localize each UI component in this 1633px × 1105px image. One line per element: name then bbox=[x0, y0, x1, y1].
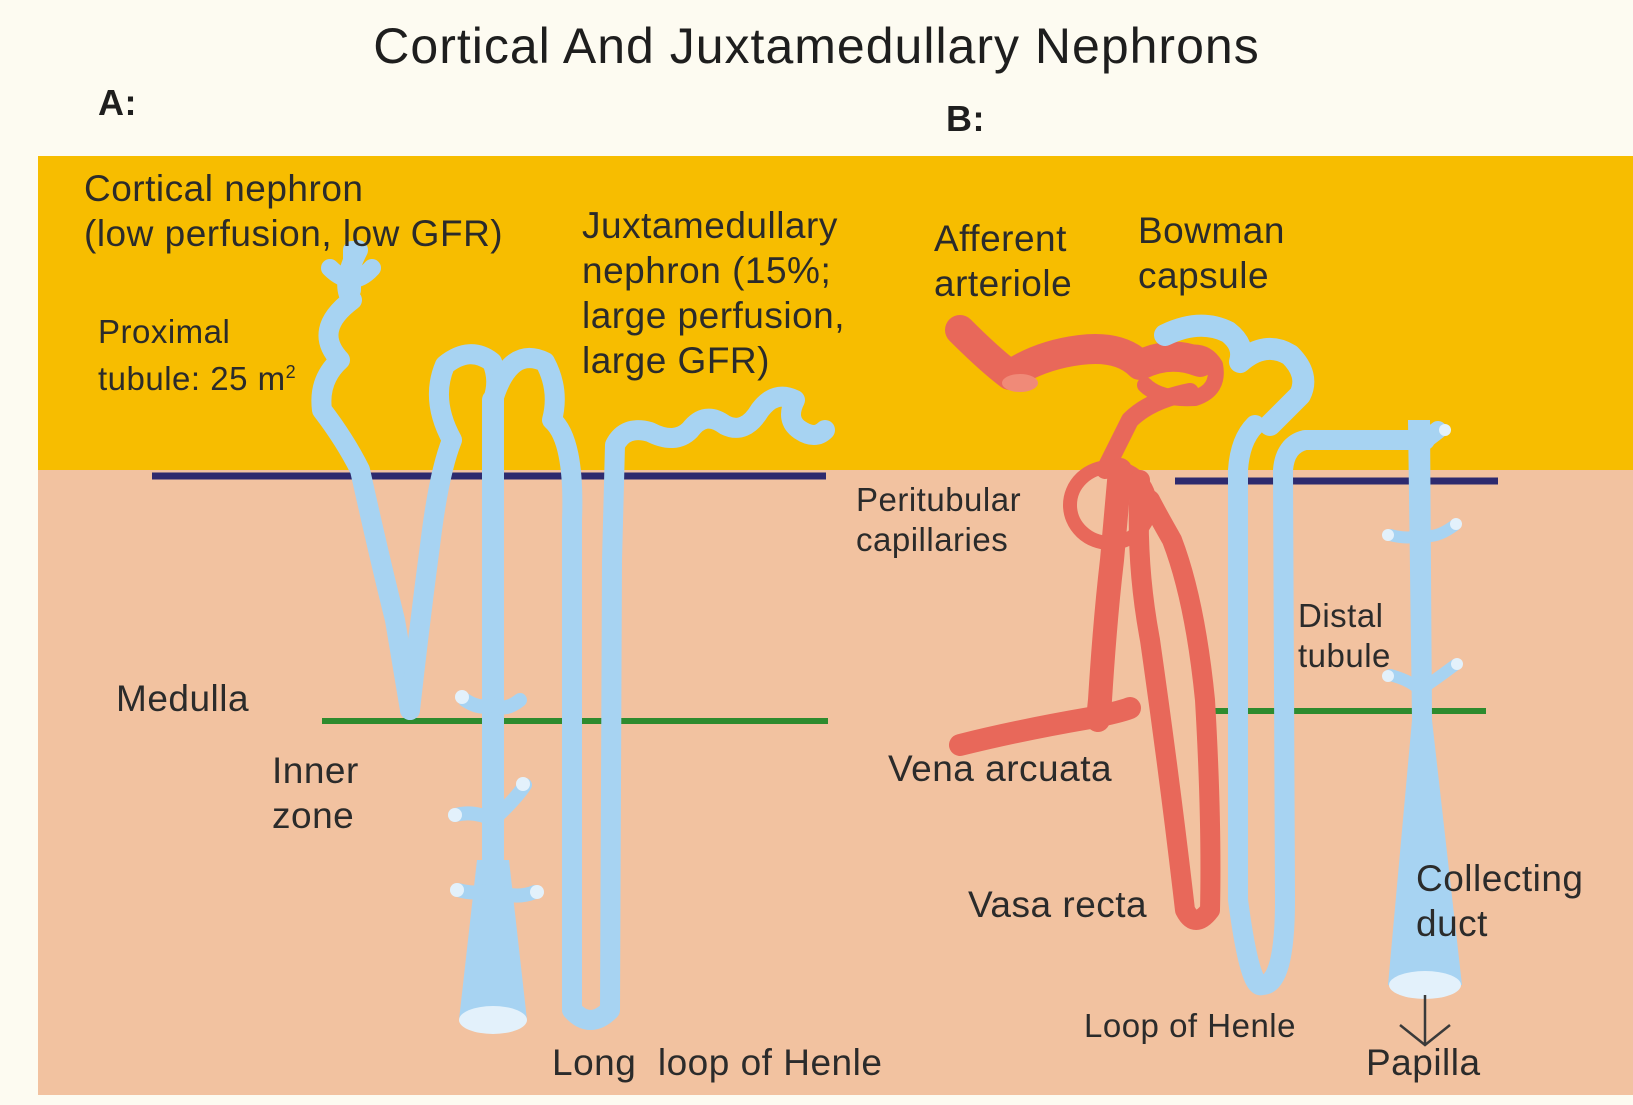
inner-zone-label: Inner zone bbox=[272, 748, 359, 838]
panel-b-label: B: bbox=[946, 96, 985, 141]
duct-b-bud-2 bbox=[1382, 529, 1394, 541]
afferent-arteriole-end bbox=[1002, 374, 1038, 392]
long-loop-of-henle-label: Long loop of Henle bbox=[552, 1040, 882, 1085]
cortical-nephron-label: Cortical nephron (low perfusion, low GFR… bbox=[84, 166, 503, 256]
distal-tubule-label: Distal tubule bbox=[1298, 596, 1391, 676]
duct-a-bud-1 bbox=[455, 690, 469, 704]
medulla-label: Medulla bbox=[116, 676, 249, 721]
juxtamedullary-nephron-label: Juxtamedullary nephron (15%; large perfu… bbox=[582, 203, 845, 383]
panel-a-label: A: bbox=[98, 80, 137, 125]
vena-arcuata-label: Vena arcuata bbox=[888, 746, 1112, 791]
duct-b-bud-1 bbox=[1439, 424, 1451, 436]
diagram-title: Cortical And Juxtamedullary Nephrons bbox=[0, 16, 1633, 76]
collecting-duct-label: Collecting duct bbox=[1416, 856, 1583, 946]
peritubular-capillaries-label: Peritubular capillaries bbox=[856, 480, 1021, 560]
duct-a-branch-1 bbox=[465, 700, 520, 708]
proximal-tubule-text: Proximal tubule: 25 m bbox=[98, 313, 286, 397]
duct-b-bud-3 bbox=[1450, 518, 1462, 530]
duct-a-bud-4 bbox=[450, 883, 464, 897]
bowman-capsule-label: Bowman capsule bbox=[1138, 208, 1285, 298]
duct-a-bud-5 bbox=[530, 885, 544, 899]
afferent-arteriole-label: Afferent arteriole bbox=[934, 216, 1072, 306]
duct-a-bud-3 bbox=[448, 808, 462, 822]
collecting-duct-a-opening bbox=[459, 1006, 527, 1034]
duct-b-bud-4 bbox=[1451, 658, 1463, 670]
collecting-duct-b-opening bbox=[1389, 971, 1461, 999]
duct-a-bud-2 bbox=[516, 777, 530, 791]
proximal-tubule-unit-exponent: 2 bbox=[286, 362, 297, 382]
loop-of-henle-label: Loop of Henle bbox=[1084, 1006, 1296, 1046]
proximal-tubule-label: Proximal tubule: 25 m2 bbox=[98, 312, 296, 399]
papilla-label: Papilla bbox=[1366, 1040, 1481, 1085]
vasa-recta-label: Vasa recta bbox=[968, 882, 1147, 927]
duct-a-branch-3 bbox=[458, 890, 535, 896]
